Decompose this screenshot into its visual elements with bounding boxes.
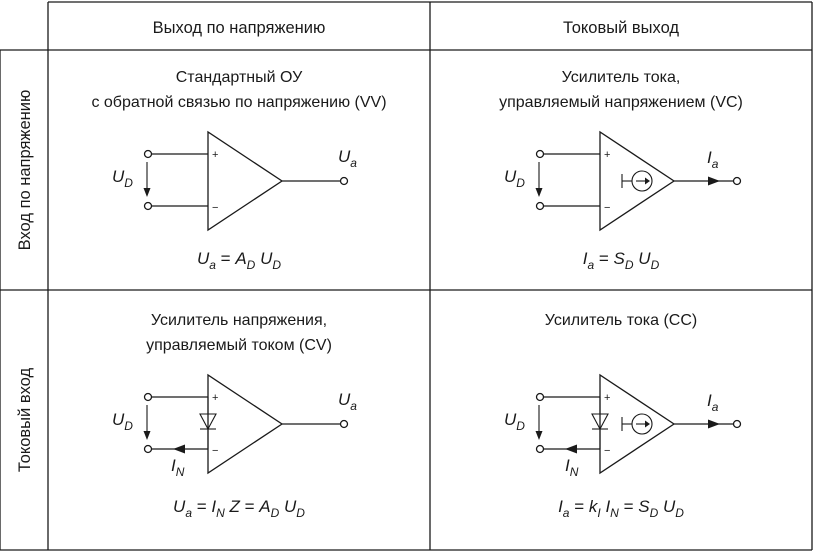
cell-title-line: Усилитель тока (CC) (545, 312, 697, 329)
diode-buffer-icon (199, 397, 217, 449)
input-voltage-label: UD (112, 410, 133, 433)
input-terminal (535, 201, 545, 211)
row-header-current-input: Токовый вход (16, 368, 34, 473)
opamp-triangle (207, 130, 284, 232)
minus-sign: − (212, 202, 218, 214)
row-header-voltage-input: Вход по напряжению (16, 90, 34, 251)
plus-sign: + (604, 149, 610, 161)
diode-buffer-icon (591, 397, 609, 449)
voltage-arrow (143, 431, 151, 440)
cell-cv: Усилитель напряжения, управляемый током … (112, 312, 357, 520)
cell-title-line: с обратной связью по напряжению (VV) (91, 94, 386, 111)
output-terminal (339, 176, 349, 186)
input-terminal (143, 444, 153, 454)
cell-title-line: управляемый напряжением (VC) (499, 94, 743, 111)
input-current-arrow (173, 444, 185, 454)
voltage-arrow (535, 188, 543, 197)
input-terminal (143, 201, 153, 211)
input-current-label: IN (565, 456, 579, 479)
output-current-label: Ia (707, 391, 719, 414)
cell-cc: Усилитель тока (CC) (504, 312, 742, 520)
voltage-arrow (535, 431, 543, 440)
cell-title-line: Усилитель тока, (562, 69, 681, 86)
output-terminal (732, 176, 742, 186)
cell-formula: Ua = AD UD (197, 249, 281, 272)
current-source-icon (621, 413, 653, 435)
cell-formula: Ia = SD UD (583, 249, 660, 272)
output-voltage-label: Ua (338, 390, 357, 413)
input-terminal (535, 444, 545, 454)
plus-sign: + (604, 392, 610, 404)
input-terminal (143, 149, 153, 159)
opamp-schematic (143, 130, 349, 232)
plus-sign: + (212, 392, 218, 404)
input-terminal (535, 392, 545, 402)
output-current-arrow (708, 176, 720, 186)
input-terminal (535, 149, 545, 159)
opamp-schematic (143, 373, 349, 475)
plus-sign: + (212, 149, 218, 161)
opamp-schematic (535, 130, 742, 232)
input-voltage-label: UD (504, 410, 525, 433)
opamp-schematic (535, 373, 742, 475)
minus-sign: − (604, 445, 610, 457)
opamp-triangle (207, 373, 284, 475)
column-header-voltage-output: Выход по напряжению (153, 19, 326, 37)
output-current-label: Ia (707, 148, 719, 171)
opamp-triangle (599, 130, 676, 232)
input-current-arrow (565, 444, 577, 454)
output-voltage-label: Ua (338, 147, 357, 170)
output-terminal (339, 419, 349, 429)
cell-title-line: Усилитель напряжения, (151, 312, 327, 329)
input-voltage-label: UD (112, 167, 133, 190)
current-source-icon (621, 170, 653, 192)
column-header-current-output: Токовый выход (563, 19, 679, 37)
cell-title-line: управляемый током (CV) (146, 337, 332, 354)
output-terminal (732, 419, 742, 429)
cell-vv: Стандартный ОУ с обратной связью по напр… (91, 69, 386, 272)
cell-vc: Усилитель тока, управляемый напряжением … (499, 69, 743, 272)
input-voltage-label: UD (504, 167, 525, 190)
voltage-arrow (143, 188, 151, 197)
minus-sign: − (604, 202, 610, 214)
output-current-arrow (708, 419, 720, 429)
cell-title-line: Стандартный ОУ (176, 69, 303, 86)
opamp-triangle (599, 373, 676, 475)
input-terminal (143, 392, 153, 402)
cell-formula: Ua = IN Z = AD UD (173, 497, 305, 520)
input-current-label: IN (171, 456, 185, 479)
minus-sign: − (212, 445, 218, 457)
cell-formula: Ia = kI IN = SD UD (558, 497, 684, 520)
